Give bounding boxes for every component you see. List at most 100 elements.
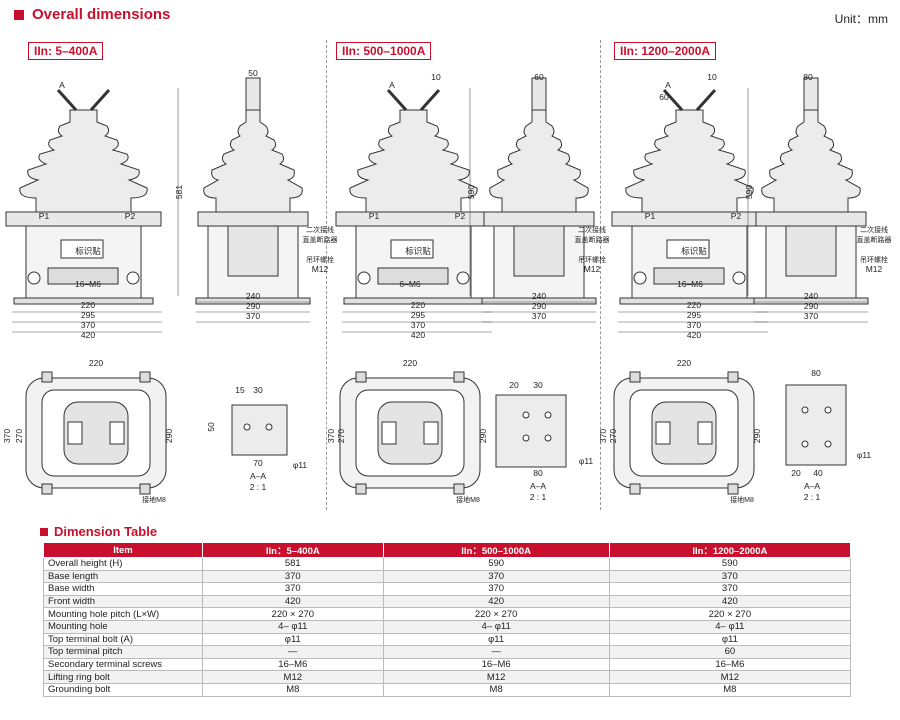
s2-label-box: 标识贴 — [405, 246, 431, 256]
table-cell: M8 — [382, 682, 610, 697]
s3-lift-bolt: 吊环螺栓 — [860, 255, 888, 264]
table-cell: — — [202, 645, 384, 659]
table-cell: Lifting ring bolt — [43, 670, 203, 684]
s1-terminal: 16–M6 — [75, 279, 101, 289]
s1-aa-30: 30 — [253, 385, 263, 395]
table-cell: 370 — [382, 582, 610, 596]
table-cell: φ11 — [202, 632, 384, 647]
s2-b220: 220 — [403, 358, 417, 368]
s1-label-box: 标识贴 — [75, 246, 101, 256]
front-view-5-400a — [4, 88, 163, 306]
s2-d420: 420 — [411, 330, 425, 340]
table-cell: 370 — [608, 569, 852, 584]
table-cell: M8 — [202, 682, 384, 697]
s3-aa-phi: φ11 — [857, 450, 872, 460]
s1-b290: 290 — [164, 429, 174, 443]
s1-b220: 220 — [89, 358, 103, 368]
aa-section-1200-2000a — [785, 384, 847, 466]
table-cell: Secondary terminal screws — [43, 657, 203, 672]
table-cell: 16–M6 — [608, 657, 852, 672]
dimension-table-header: Dimension Table — [40, 524, 157, 539]
s1-d220: 220 — [81, 300, 95, 310]
s3-p1: P1 — [645, 211, 656, 221]
s1-ground: 接地M8 — [142, 495, 166, 504]
s3-m12: M12 — [866, 264, 883, 274]
s3-aa-80: 80 — [811, 368, 821, 378]
section-divider — [600, 40, 601, 510]
table-cell: M12 — [202, 670, 384, 684]
s3-sixty: 60 — [659, 92, 669, 102]
table-cell: Front width — [43, 594, 203, 609]
table-cell: 370 — [202, 582, 384, 596]
s2-lift-bolt: 吊环螺栓 — [578, 255, 606, 264]
aa-section-500-1000a — [495, 394, 567, 468]
table-cell: M8 — [608, 682, 852, 697]
s1-height: 581 — [174, 185, 184, 199]
s2-d295: 295 — [411, 310, 425, 320]
s2-sec-breaker: 直盖断路器 — [575, 235, 610, 244]
table-cell: 581 — [202, 557, 384, 571]
table-cell: 370 — [382, 569, 610, 584]
section-divider — [326, 40, 327, 510]
table-cell: Base length — [43, 569, 203, 584]
section-label-500-1000a: IIn: 500–1000A — [336, 42, 432, 60]
s2-ground: 接地M8 — [456, 495, 480, 504]
s2-b290: 290 — [478, 429, 488, 443]
s1-s240: 240 — [246, 291, 260, 301]
top-view-5-400a — [25, 371, 167, 495]
s3-p2: P2 — [731, 211, 742, 221]
s1-p1: P1 — [39, 211, 50, 221]
table-header-square-icon — [40, 527, 48, 536]
top-view-500-1000a — [339, 371, 481, 495]
s2-d370: 370 — [411, 320, 425, 330]
s3-ground: 接地M8 — [730, 495, 754, 504]
table-cell: 590 — [608, 557, 852, 571]
s2-p2: P2 — [455, 211, 466, 221]
table-cell: Top terminal bolt (A) — [43, 632, 203, 647]
s3-sec-wiring: 二次接线 — [860, 225, 888, 234]
s2-p1: P1 — [369, 211, 380, 221]
s3-aa-20: 20 — [791, 468, 801, 478]
page-title: Overall dimensions — [32, 6, 171, 23]
s1-aa-phi: φ11 — [293, 460, 308, 470]
side-view-1200-2000a — [753, 77, 869, 305]
s2-s240: 240 — [532, 291, 546, 301]
s1-lift-bolt: 吊环螺栓 — [306, 255, 334, 264]
s2-aa-30: 30 — [533, 380, 543, 390]
unit-label: Unit：mm — [834, 12, 888, 26]
table-cell: Base width — [43, 582, 203, 596]
s3-height: 590 — [744, 185, 754, 199]
table-row: Top terminal pitch——60 — [43, 645, 852, 659]
table-cell: — — [382, 645, 610, 659]
table-cell: 220 × 270 — [382, 607, 610, 621]
table-cell: M12 — [382, 670, 610, 684]
s2-top-width: 60 — [534, 72, 544, 82]
s1-m12: M12 — [312, 264, 329, 274]
s2-sec-wiring: 二次接线 — [578, 225, 606, 234]
top-view-1200-2000a — [613, 371, 755, 495]
table-cell: 370 — [202, 569, 384, 584]
table-cell: 60 — [608, 645, 852, 659]
s3-b270: 270 — [608, 429, 618, 443]
s3-d220: 220 — [687, 300, 701, 310]
table-cell: Mounting hole pitch (L×W) — [43, 607, 203, 621]
table-cell: 370 — [608, 582, 852, 596]
side-view-500-1000a — [481, 77, 597, 305]
s1-aa-15: 15 — [235, 385, 245, 395]
table-cell: 220 × 270 — [608, 607, 852, 621]
table-cell: 420 — [608, 594, 852, 609]
s1-s290: 290 — [246, 301, 260, 311]
s1-aa-scale: 2 : 1 — [250, 482, 267, 492]
s1-aa-title: A–A — [250, 471, 266, 481]
s1-a: A — [59, 80, 65, 90]
table-cell: 4– φ11 — [202, 619, 384, 634]
table-cell: Overall height (H) — [43, 557, 203, 571]
s3-s240: 240 — [804, 291, 818, 301]
side-view-5-400a — [195, 77, 311, 305]
